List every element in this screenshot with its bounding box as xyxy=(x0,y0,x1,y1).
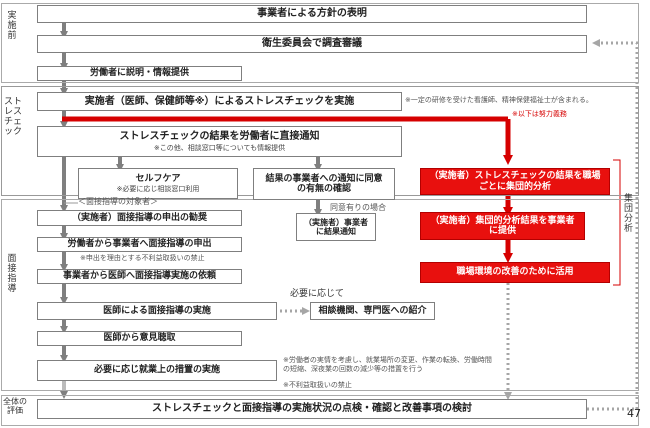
implement-box: 実施者（医師、保健師等※）によるストレスチェックを実施 xyxy=(37,92,402,111)
apply-box: 労働者から事業者へ面接指導の申出 xyxy=(37,237,242,252)
selfcare-sub-text: ※必要に応じ相談窓口利用 xyxy=(116,185,200,194)
section-pre-frame xyxy=(1,3,639,83)
consent-box: 結果の事業者への通知に同意の有無の確認 xyxy=(253,168,395,200)
measures-note: ※労働者の実情を考慮し、就業場所の変更、作業の転換、労働時間の短縮、深夜業の回数… xyxy=(283,356,492,374)
footnote: ※一定の研修を受けた看護師、精神保健福祉士が含まれる。 xyxy=(405,96,593,104)
notify-sub-text: ※この他、相談窓口等についても情報提供 xyxy=(153,143,286,152)
group-analysis-arrows xyxy=(62,116,513,263)
selfcare-box: セルフケア ※必要に応じ相談窓口利用 xyxy=(78,168,238,199)
page-number: 47 xyxy=(627,407,641,420)
policy-box: 事業者による方針の表明 xyxy=(37,5,587,23)
section-interview-label: 面接指導 xyxy=(7,254,17,294)
referral-box: 相談機関、専門医への紹介 xyxy=(310,302,435,320)
section-overall-frame xyxy=(1,395,639,426)
review-box: ストレスチェックと面接指導の実施状況の点検・確認と改善事項の検討 xyxy=(37,399,587,419)
selfcare-text: セルフケア xyxy=(135,173,181,184)
group-provide-box: （実施者）集団的分析結果を事業者に提供 xyxy=(420,212,585,240)
section-check-label: ストレスチェック xyxy=(3,97,22,137)
measures-box: 必要に応じ就業上の措置の実施 xyxy=(37,360,277,381)
as-needed-label: 必要に応じて xyxy=(290,289,345,299)
doctor-box: 医師による面接指導の実施 xyxy=(37,302,277,320)
consent-note: 同意有りの場合 xyxy=(330,203,386,212)
main-flow-arrows xyxy=(60,23,322,399)
section-pre-label: 実施前 xyxy=(7,11,17,41)
group-analysis-label: 集団分析 xyxy=(623,194,633,234)
measures-note-2: ※不利益取扱いの禁止 xyxy=(283,381,352,389)
request-box: 事業者から医師へ面接指導実施の依頼 xyxy=(37,269,242,284)
notify-box: ストレスチェックの結果を労働者に直接通知 ※この他、相談窓口等についても情報提供 xyxy=(37,126,402,157)
notify-text: ストレスチェックの結果を労働者に直接通知 xyxy=(119,131,320,143)
opinion-box: 医師から意見聴取 xyxy=(37,331,242,346)
committee-box: 衛生委員会で調査審議 xyxy=(37,35,587,53)
recommend-box: （実施者）面接指導の申出の勧奨 xyxy=(37,210,242,226)
explain-box: 労働者に説明・情報提供 xyxy=(37,66,242,81)
section-overall-label: 全体の評価 xyxy=(3,397,27,415)
target-label: ＜面接指導の対象者＞ xyxy=(78,197,158,206)
group-analysis-box: （実施者）ストレスチェックの結果を職場ごとに集団的分析 xyxy=(420,168,610,195)
group-bracket xyxy=(613,159,621,286)
to-employer-box: （実施者）事業者に結果通知 xyxy=(296,213,376,241)
dotted-arrows xyxy=(280,39,639,411)
effort-note: ※以下は努力義務 xyxy=(512,110,567,118)
group-improve-box: 職場環境の改善のために活用 xyxy=(420,262,610,283)
apply-note: ※申出を理由とする不利益取扱いの禁止 xyxy=(80,254,205,262)
